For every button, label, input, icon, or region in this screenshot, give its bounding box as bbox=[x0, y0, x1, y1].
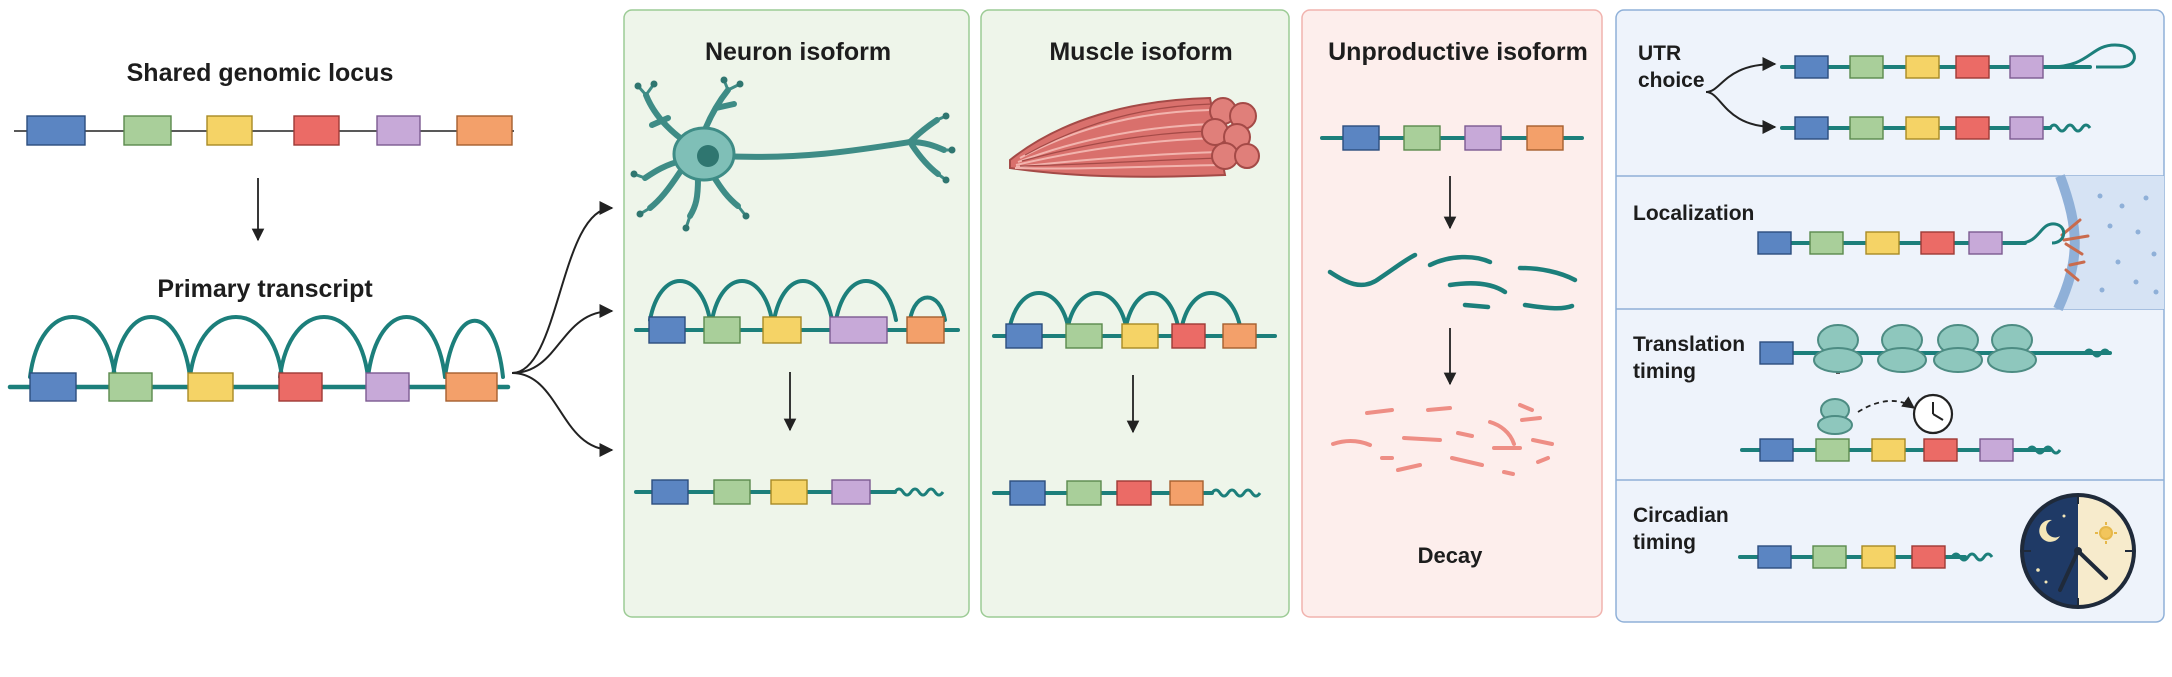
translation-bottom-mrna bbox=[1740, 438, 2062, 462]
neuron-panel-title: Neuron isoform bbox=[704, 38, 892, 66]
membrane-illustration bbox=[2053, 174, 2164, 312]
unproductive-mrna bbox=[1320, 125, 1584, 151]
muscle-panel bbox=[980, 9, 1290, 618]
clock-icon bbox=[1912, 393, 1954, 435]
neuron-mrna bbox=[634, 479, 945, 505]
primary-transcript-title: Primary transcript bbox=[157, 275, 373, 303]
unproductive-panel bbox=[1301, 9, 1603, 618]
ribosome-icon bbox=[1813, 324, 2037, 373]
decay-label: Decay bbox=[1417, 543, 1483, 568]
circadian-clock-icon bbox=[2020, 493, 2136, 609]
muscle-fiber-illustration bbox=[1009, 96, 1260, 178]
circadian-timing-label: Circadian timing bbox=[1633, 504, 1729, 554]
delay-arrow bbox=[1857, 396, 1916, 413]
neuron-panel bbox=[623, 9, 970, 618]
genomic-locus bbox=[14, 115, 514, 146]
localization-mrna bbox=[1757, 222, 2066, 255]
utr-branch bbox=[1705, 57, 1777, 134]
primary-transcript bbox=[7, 315, 511, 402]
fragmented-rna bbox=[1327, 252, 1578, 311]
neuron-pre-mrna bbox=[634, 279, 960, 344]
decay-fragments bbox=[1331, 403, 1554, 476]
utr-short-mrna bbox=[1780, 116, 2092, 140]
moon-icon bbox=[2039, 519, 2060, 542]
utr-choice-label: UTR choice bbox=[1638, 42, 1705, 92]
translation-timing-label: Translation timing bbox=[1633, 333, 1746, 383]
localization-label: Localization bbox=[1633, 202, 1755, 225]
muscle-pre-mrna bbox=[992, 291, 1277, 349]
utr-long-mrna bbox=[1780, 43, 2136, 79]
ribosome-icon bbox=[1817, 398, 1853, 435]
unproductive-panel-title: Unproductive isoform bbox=[1328, 38, 1588, 66]
circadian-mrna bbox=[1738, 545, 1994, 569]
branch-arrows bbox=[511, 201, 614, 457]
muscle-mrna bbox=[992, 480, 1262, 506]
functions-panel bbox=[1615, 9, 2165, 623]
neuron-illustration bbox=[630, 76, 956, 232]
locus-title: Shared genomic locus bbox=[126, 59, 394, 87]
muscle-panel-title: Muscle isoform bbox=[1049, 38, 1233, 66]
sun-icon bbox=[2095, 522, 2117, 544]
